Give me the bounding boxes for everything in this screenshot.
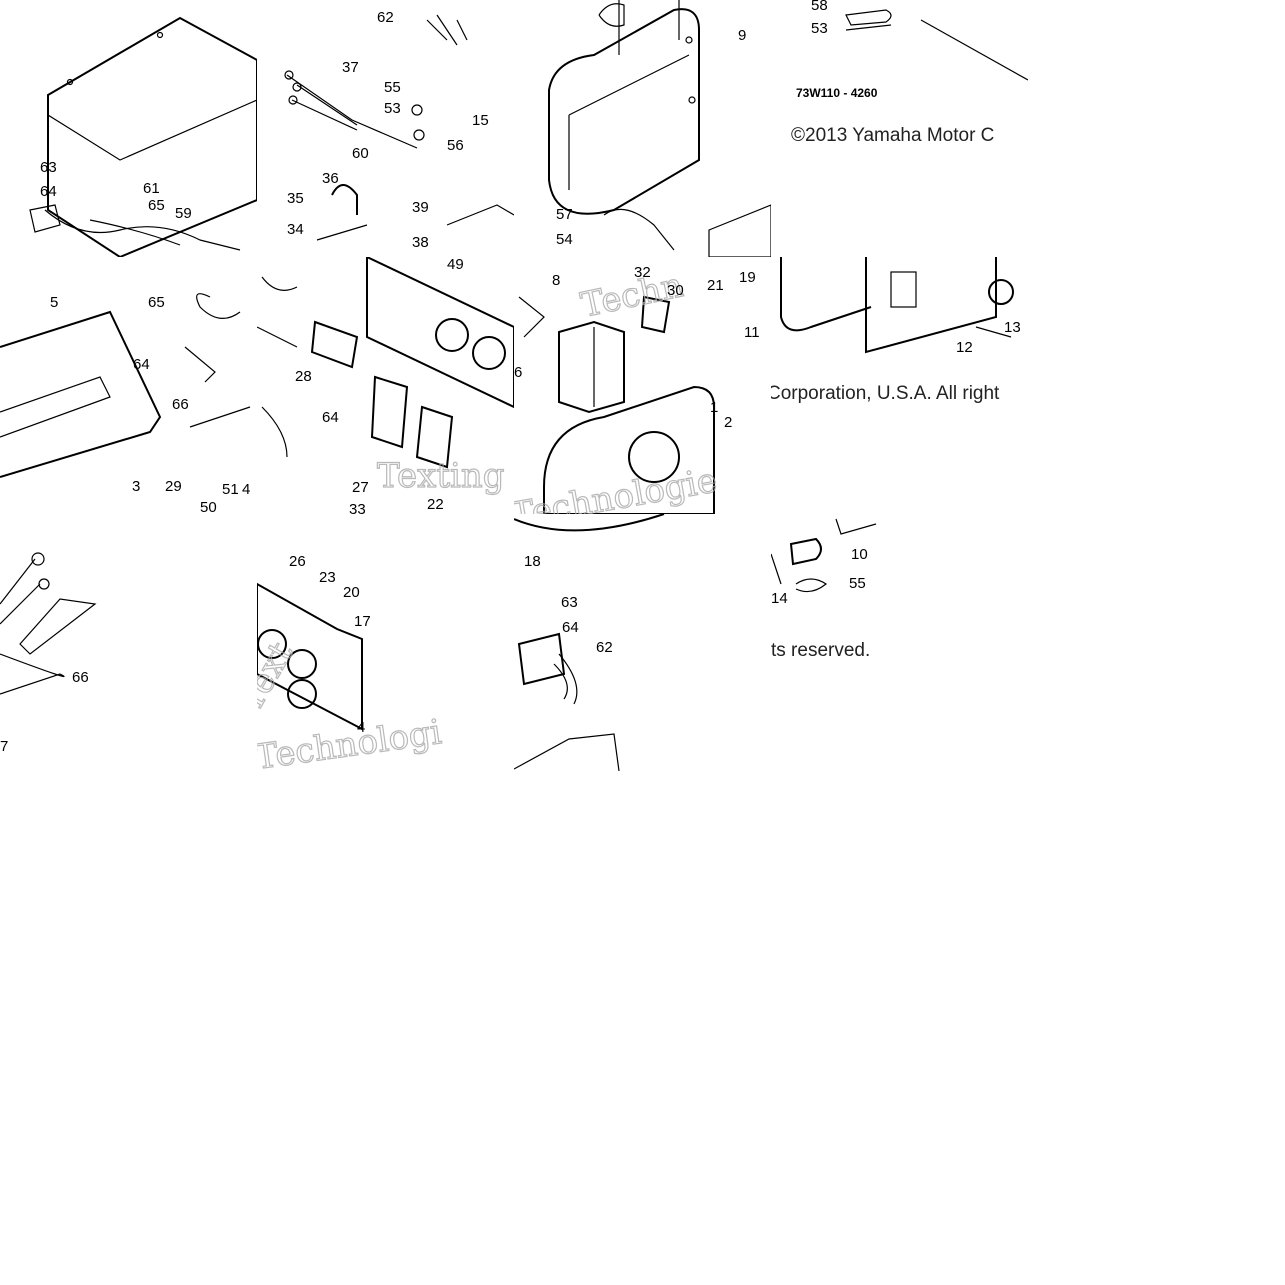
callout-32: 32: [634, 264, 651, 281]
tile-switch: Techn Technologie 8 32 30 21 19 11 6 1 2…: [514, 257, 771, 514]
callout-12: 12: [956, 339, 973, 356]
callout-20: 20: [343, 584, 360, 601]
callout-21: 21: [707, 277, 724, 294]
callout-64: 65: [148, 294, 165, 311]
tile-side-cover: 5 65 64 66 3 29 51 4 50: [0, 257, 257, 514]
callout-62: 64: [562, 619, 579, 636]
watermark-2: Texting: [377, 456, 505, 496]
callout-6: 6: [514, 364, 522, 381]
callout-29: 29: [165, 478, 182, 495]
callout-65: 66: [172, 396, 189, 413]
callout-34: 34: [287, 221, 304, 238]
callout-3: 3: [132, 478, 140, 495]
callout-30: 30: [667, 282, 684, 299]
callout-1: 1: [710, 399, 718, 416]
callout-40: 59: [175, 205, 192, 222]
callout-54: 56: [447, 137, 464, 154]
callout-4: 4: [242, 481, 250, 498]
callout-42: 61: [143, 180, 160, 197]
callout-53: 55: [849, 575, 866, 592]
callout-48: 65: [148, 197, 165, 214]
callout-9: 9: [738, 27, 746, 44]
callout-49: 49: [447, 257, 464, 273]
callout-37: 37: [342, 59, 359, 76]
callout-55: 53: [811, 20, 828, 37]
callout-61: 63: [561, 594, 578, 611]
tile-bulbs: 10 55 14 ts reserved.: [771, 514, 1028, 771]
callout-60: 62: [596, 639, 613, 656]
callout-44: 63: [40, 159, 57, 176]
callout-27: 27: [352, 479, 369, 496]
callout-10: 10: [851, 546, 868, 563]
callout-13: 13: [1004, 319, 1021, 336]
callout-4b: 4: [357, 719, 365, 736]
callout-45: 64: [40, 183, 57, 200]
callout-66: 66: [72, 669, 89, 686]
callout-15: 15: [472, 112, 489, 129]
callout-36: 36: [322, 170, 339, 187]
callout-51: 51: [222, 481, 239, 498]
callout-41: 60: [352, 145, 369, 162]
callout-7: 7: [0, 738, 8, 755]
callout-2: 2: [724, 414, 732, 431]
callout-23: 23: [319, 569, 336, 586]
callout-8: 8: [552, 272, 560, 289]
tile-panel: Texting 28 64 49 27 22 33: [257, 257, 514, 514]
callout-28: 28: [295, 368, 312, 385]
copyright-line-3: ts reserved.: [771, 640, 871, 661]
callout-18: 18: [524, 553, 541, 570]
tile-cables: 66 7: [0, 514, 257, 771]
callout-58: 57: [556, 206, 573, 223]
callout-56: 58: [811, 0, 828, 14]
tile-harness: 62 37 55 53 15 56 60 36 35 39 34 38: [257, 0, 514, 257]
callout-50: 50: [200, 499, 217, 514]
callout-11: 11: [744, 324, 760, 341]
tile-code: 58 53 73W110 - 4260 ©2013 Yamaha Motor C: [771, 0, 1028, 257]
callout-26: 26: [289, 553, 306, 570]
tile-top-cover: 63 64 61 65 59: [0, 0, 257, 257]
callout-52: 53: [384, 100, 401, 117]
tile-plate: Text Technologi 26 23 20 17 4: [257, 514, 514, 771]
callout-59: 55: [384, 79, 401, 96]
callout-63: 64: [133, 356, 150, 373]
part-code: 73W110 - 4260: [796, 86, 878, 100]
callout-57: 54: [556, 231, 573, 248]
callout-43: 62: [377, 9, 394, 26]
watermark-5: Technologi: [257, 712, 444, 771]
callout-14: 14: [771, 590, 788, 607]
tile-front-panel: 12 13 Corporation, U.S.A. All right: [771, 257, 1028, 514]
callout-5: 5: [50, 294, 58, 311]
copyright-line-2: Corporation, U.S.A. All right: [771, 383, 1000, 404]
tile-housing: 9 57 54: [514, 0, 771, 257]
callout-39: 39: [412, 199, 429, 216]
callout-38: 38: [412, 234, 429, 251]
tile-regulator: 18 63 64 62: [514, 514, 771, 771]
callout-22: 22: [427, 496, 444, 513]
callout-19: 19: [739, 269, 756, 286]
callout-46: 64: [322, 409, 339, 426]
callout-35: 35: [287, 190, 304, 207]
callout-17: 17: [354, 613, 371, 630]
callout-33: 33: [349, 501, 366, 514]
copyright-line-1: ©2013 Yamaha Motor C: [791, 125, 995, 146]
